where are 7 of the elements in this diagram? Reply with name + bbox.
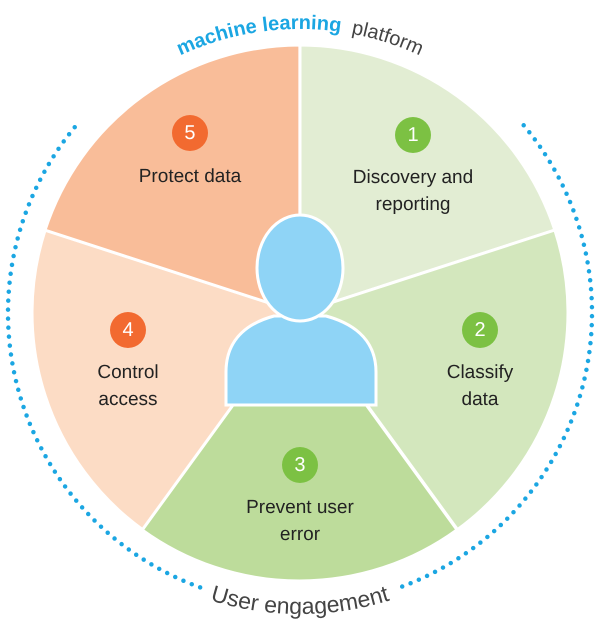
step-label: Classify data bbox=[446, 360, 514, 412]
step-label: Discovery and reporting bbox=[352, 166, 474, 217]
title-text: machine learning platform bbox=[173, 12, 427, 60]
step-label: Prevent user error bbox=[245, 496, 355, 547]
step-label: Control access bbox=[96, 360, 160, 412]
caption-text: User engagement bbox=[208, 580, 392, 620]
step-label: Protect data bbox=[138, 165, 242, 189]
